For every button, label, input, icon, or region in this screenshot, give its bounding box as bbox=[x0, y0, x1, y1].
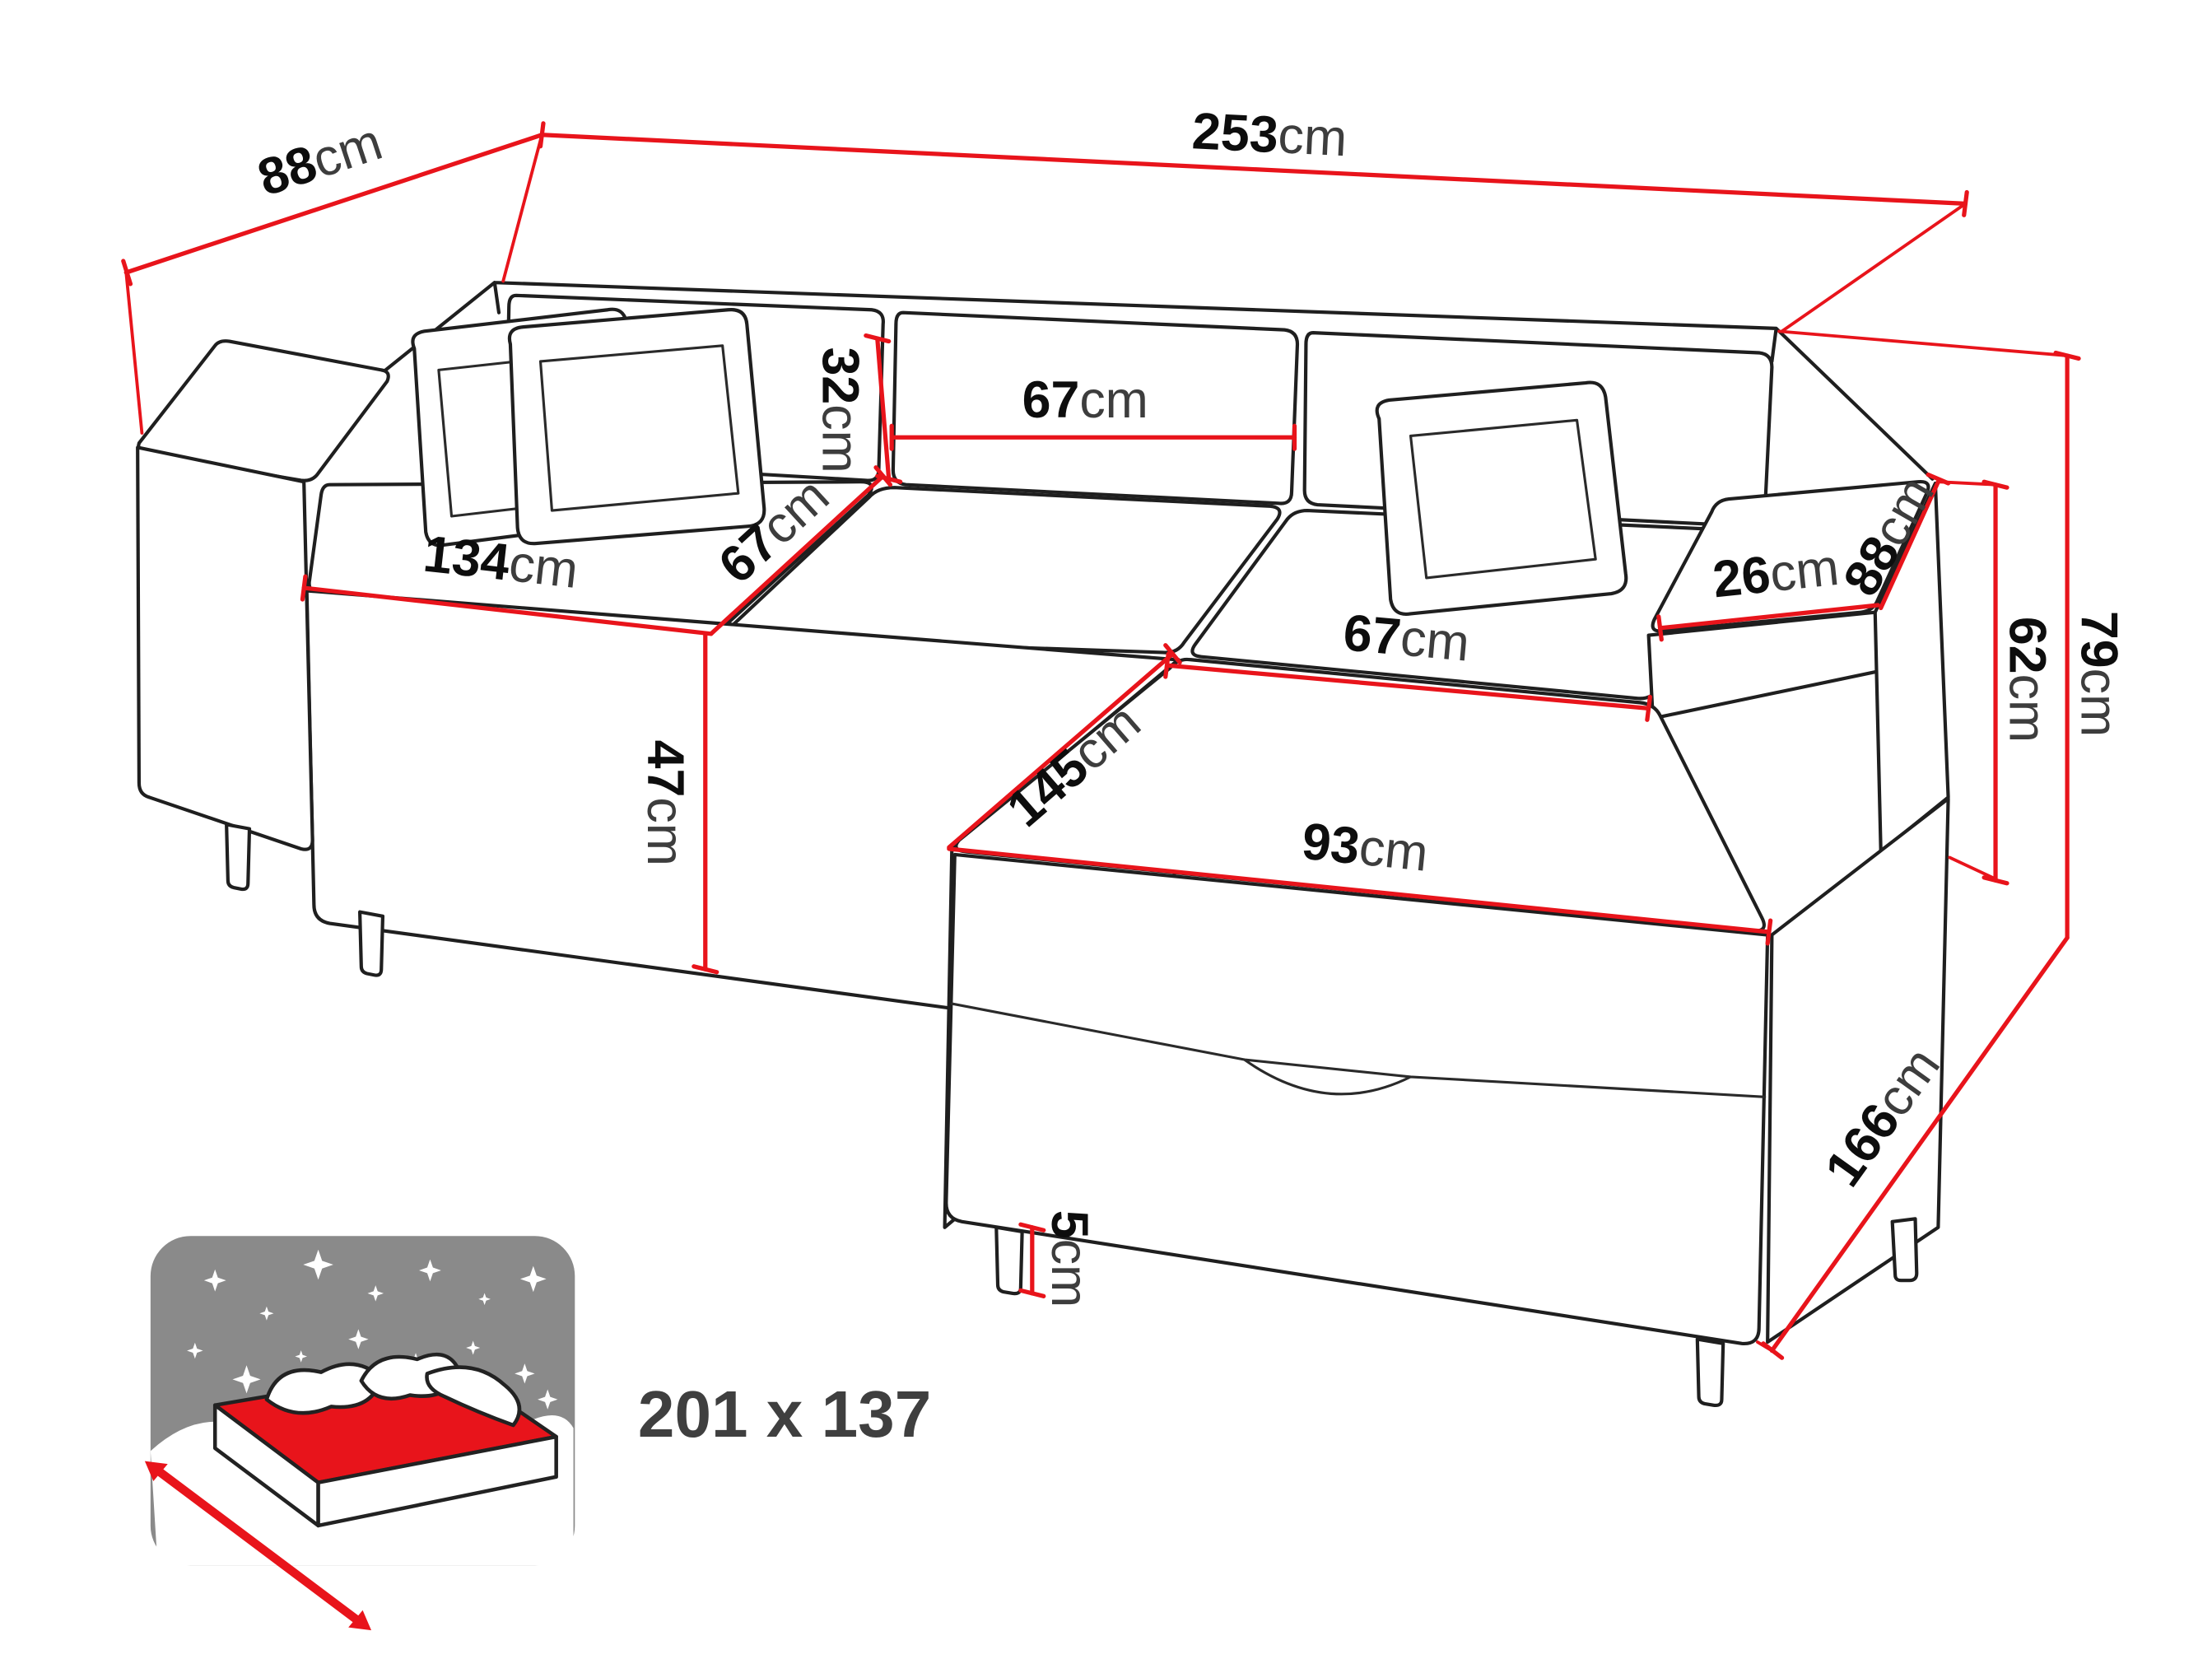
dim-label-chaise-front-width: 93cm bbox=[1299, 813, 1431, 883]
dim-line-chaise-length bbox=[947, 651, 1176, 850]
dim-label-total-height: 79cm bbox=[2070, 611, 2128, 737]
dim-line-seat-depth bbox=[709, 473, 886, 636]
chaise-front-face bbox=[944, 852, 1770, 1345]
dim-line-total-width bbox=[539, 133, 1968, 206]
sleeping-area-icon bbox=[144, 1236, 575, 1631]
dimension-lines bbox=[121, 121, 2081, 1360]
dim-label-armrest-height: 62cm bbox=[1998, 617, 2056, 743]
size-arrow bbox=[144, 1461, 372, 1631]
dim-label-seat-front-width: 134cm bbox=[421, 524, 581, 599]
seat-middle bbox=[726, 486, 1282, 655]
back-frame-rim bbox=[376, 281, 1935, 481]
leg-back-right bbox=[1890, 1217, 1919, 1283]
dim-line-backrest-height bbox=[875, 336, 892, 482]
mattress-front-right bbox=[316, 1434, 558, 1528]
dim-line-chaise-seat-width bbox=[1164, 663, 1651, 711]
leg-chaise-left bbox=[994, 1225, 1024, 1296]
back-cushion-center bbox=[891, 310, 1300, 506]
sofa-legs bbox=[225, 823, 1919, 1408]
pillows bbox=[411, 307, 1628, 616]
dim-line-armrest-depth bbox=[1879, 479, 1941, 611]
dim-label-armrest-top-width: 26cm bbox=[1710, 538, 1842, 609]
dim-label-leg-height: 5cm bbox=[1041, 1210, 1098, 1307]
bed-illustration bbox=[212, 1352, 558, 1528]
dim-label-backrest-height: 32cm bbox=[812, 347, 869, 473]
storage-lid-seam bbox=[950, 1002, 1767, 1098]
extension-lines bbox=[124, 133, 2070, 1353]
dim-label-total-width: 253cm bbox=[1190, 102, 1348, 167]
pillow-right-seam bbox=[1409, 418, 1597, 580]
dim-line-side-depth bbox=[1769, 935, 2070, 1354]
leg-front bbox=[358, 910, 385, 977]
dim-line-seat-front-width bbox=[301, 585, 714, 636]
left-armrest-front bbox=[136, 445, 314, 851]
dim-label-seat-height: 47cm bbox=[636, 740, 694, 866]
chaise-right-face bbox=[1766, 796, 1950, 1344]
bed-duvet bbox=[425, 1365, 522, 1428]
dim-line-armrest-top-width bbox=[1657, 603, 1880, 631]
leg-chaise-right bbox=[1695, 1337, 1725, 1408]
dim-label-back-cushion-width: 67cm bbox=[1022, 371, 1148, 429]
dim-line-total-depth bbox=[123, 133, 544, 275]
dimension-ticks bbox=[121, 121, 2081, 1360]
leg-left-armrest bbox=[225, 823, 252, 892]
pillow-left-front bbox=[507, 308, 766, 546]
dim-label-chaise-seat-width: 67cm bbox=[1341, 603, 1472, 672]
dim-line-chaise-front-width bbox=[947, 846, 1772, 934]
sleeping-area-size-label: 201 x 137 bbox=[638, 1377, 931, 1451]
sofa-line-art bbox=[136, 281, 1950, 1408]
pillow-left-front-seam bbox=[538, 344, 740, 512]
pillow-right bbox=[1375, 380, 1628, 616]
